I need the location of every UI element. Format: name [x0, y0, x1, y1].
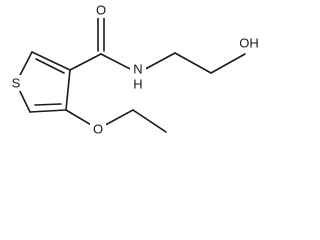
hydroxyethyl-chain — [137, 52, 246, 74]
bond-ch2-ch2 — [174, 52, 212, 74]
atom-hydroxyl: OH — [238, 35, 262, 51]
bond-ch2-oh — [210, 53, 246, 74]
atom-ether-oxygen: O — [90, 121, 106, 137]
ether-oxygen-label: O — [93, 122, 103, 137]
carboxamide-group — [69, 13, 139, 74]
bond-c3-carbonyl — [69, 53, 102, 71]
sulfur-label: S — [12, 76, 21, 91]
carbonyl-oxygen-label: O — [96, 3, 106, 18]
ethoxy-group — [65, 109, 167, 133]
nitrogen-label: N — [133, 62, 142, 77]
bond-c4-c5-inner — [34, 103, 62, 106]
atom-carbonyl-oxygen: O — [93, 2, 109, 18]
atom-amide-nitrogen: N H — [130, 60, 146, 92]
bond-c2-c3 — [31, 51, 71, 71]
bond-c2-c3-inner — [35, 58, 65, 74]
atom-sulfur: S — [9, 75, 23, 91]
chemical-structure: S O N H O OH — [9, 2, 262, 137]
hydroxyl-label: OH — [239, 36, 259, 51]
amide-hydrogen-label: H — [133, 77, 142, 92]
bond-ch2-ch3 — [132, 109, 167, 133]
bond-c4-c5 — [29, 109, 67, 113]
thiophene-ring — [15, 51, 71, 113]
bond-c3-c4 — [65, 69, 71, 111]
